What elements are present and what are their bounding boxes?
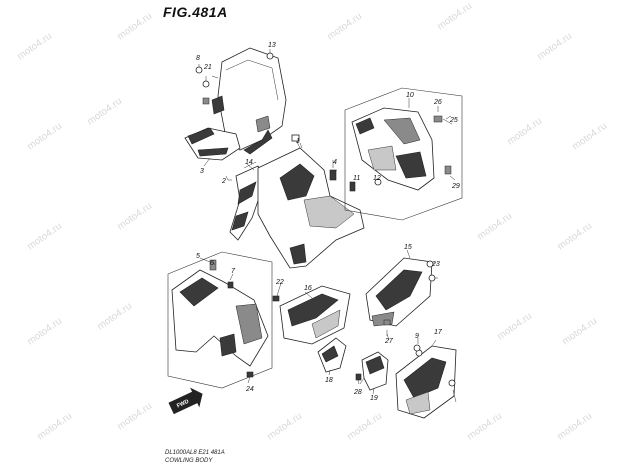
watermark: moto4.ru xyxy=(115,401,154,433)
fasteners-lower xyxy=(386,330,421,352)
callout-29: 29 xyxy=(451,183,460,190)
callout-24: 24 xyxy=(245,386,254,393)
watermark: moto4.ru xyxy=(265,411,304,443)
callout-6: 6 xyxy=(210,260,214,267)
leader-lines xyxy=(199,75,457,403)
center-panel xyxy=(272,285,351,345)
callout-27: 27 xyxy=(384,338,394,345)
callout-2: 2 xyxy=(221,178,226,185)
fasteners-left xyxy=(329,160,382,192)
watermark: moto4.ru xyxy=(95,301,134,333)
cowling-stay xyxy=(229,161,267,241)
callout-labels: 8 21 13 3 2 14 1 4 11 12 10 26 25 29 5 6… xyxy=(196,42,460,402)
callout-28: 28 xyxy=(353,389,362,396)
callout-4: 4 xyxy=(333,159,337,166)
bracket-19 xyxy=(355,351,389,391)
callout-14: 14 xyxy=(245,159,253,166)
watermark: moto4.ru xyxy=(570,121,609,153)
callout-11: 11 xyxy=(353,175,360,182)
watermark: moto4.ru xyxy=(325,11,364,43)
callout-8: 8 xyxy=(196,55,200,62)
figure-title: FIG.481A xyxy=(163,4,228,20)
callout-26: 26 xyxy=(433,99,442,106)
watermark: moto4.ru xyxy=(475,211,514,243)
upper-cowling xyxy=(257,134,365,269)
watermark: moto4.ru xyxy=(35,411,74,443)
forward-arrow: FWD xyxy=(168,387,203,415)
callout-13: 13 xyxy=(268,42,276,49)
callout-9: 9 xyxy=(415,333,419,340)
callout-22: 22 xyxy=(275,279,284,286)
callout-3: 3 xyxy=(200,168,204,175)
watermark: moto4.ru xyxy=(465,411,504,443)
fwd-label: FWD xyxy=(176,399,190,410)
watermark: moto4.ru xyxy=(435,1,474,33)
callout-18: 18 xyxy=(325,377,333,384)
watermark: moto4.ru xyxy=(560,316,599,348)
callout-17: 17 xyxy=(434,329,443,336)
callout-23: 23 xyxy=(431,261,440,268)
watermark: moto4.ru xyxy=(555,221,594,253)
right-lower-panel xyxy=(395,345,457,419)
watermark: moto4.ru xyxy=(25,121,64,153)
watermark: moto4.ru xyxy=(25,316,64,348)
callout-12: 12 xyxy=(373,175,381,182)
watermark: moto4.ru xyxy=(345,411,384,443)
watermark: moto4.ru xyxy=(25,221,64,253)
watermark: moto4.ru xyxy=(115,201,154,233)
watermark: moto4.ru xyxy=(495,311,534,343)
watermark: moto4.ru xyxy=(85,96,124,128)
callout-7: 7 xyxy=(231,268,236,275)
footer-model: DL1000AL8 E21 481A xyxy=(165,450,225,456)
figure-footer: DL1000AL8 E21 481A COWLING BODY xyxy=(165,449,225,465)
watermark: moto4.ru xyxy=(535,31,574,63)
windscreen-bolts xyxy=(195,49,274,105)
callout-5: 5 xyxy=(196,253,200,260)
watermark: moto4.ru xyxy=(505,116,544,148)
callout-21: 21 xyxy=(203,64,212,71)
watermark: moto4.ru xyxy=(555,411,594,443)
right-upper-panel xyxy=(365,257,436,327)
callout-1: 1 xyxy=(296,138,300,145)
callout-16: 16 xyxy=(304,285,312,292)
callout-15: 15 xyxy=(404,244,412,251)
lower-cowling-box xyxy=(167,251,273,389)
inner-bracket xyxy=(184,127,241,161)
small-bracket xyxy=(317,337,347,373)
footer-name: COWLING BODY xyxy=(165,458,213,464)
left-group-box xyxy=(344,87,463,221)
watermark: moto4.ru xyxy=(115,11,154,43)
callout-25: 25 xyxy=(449,117,458,124)
callout-19: 19 xyxy=(370,395,378,402)
watermark: moto4.ru xyxy=(15,31,54,63)
callout-10: 10 xyxy=(406,92,414,99)
windscreen xyxy=(211,47,287,155)
